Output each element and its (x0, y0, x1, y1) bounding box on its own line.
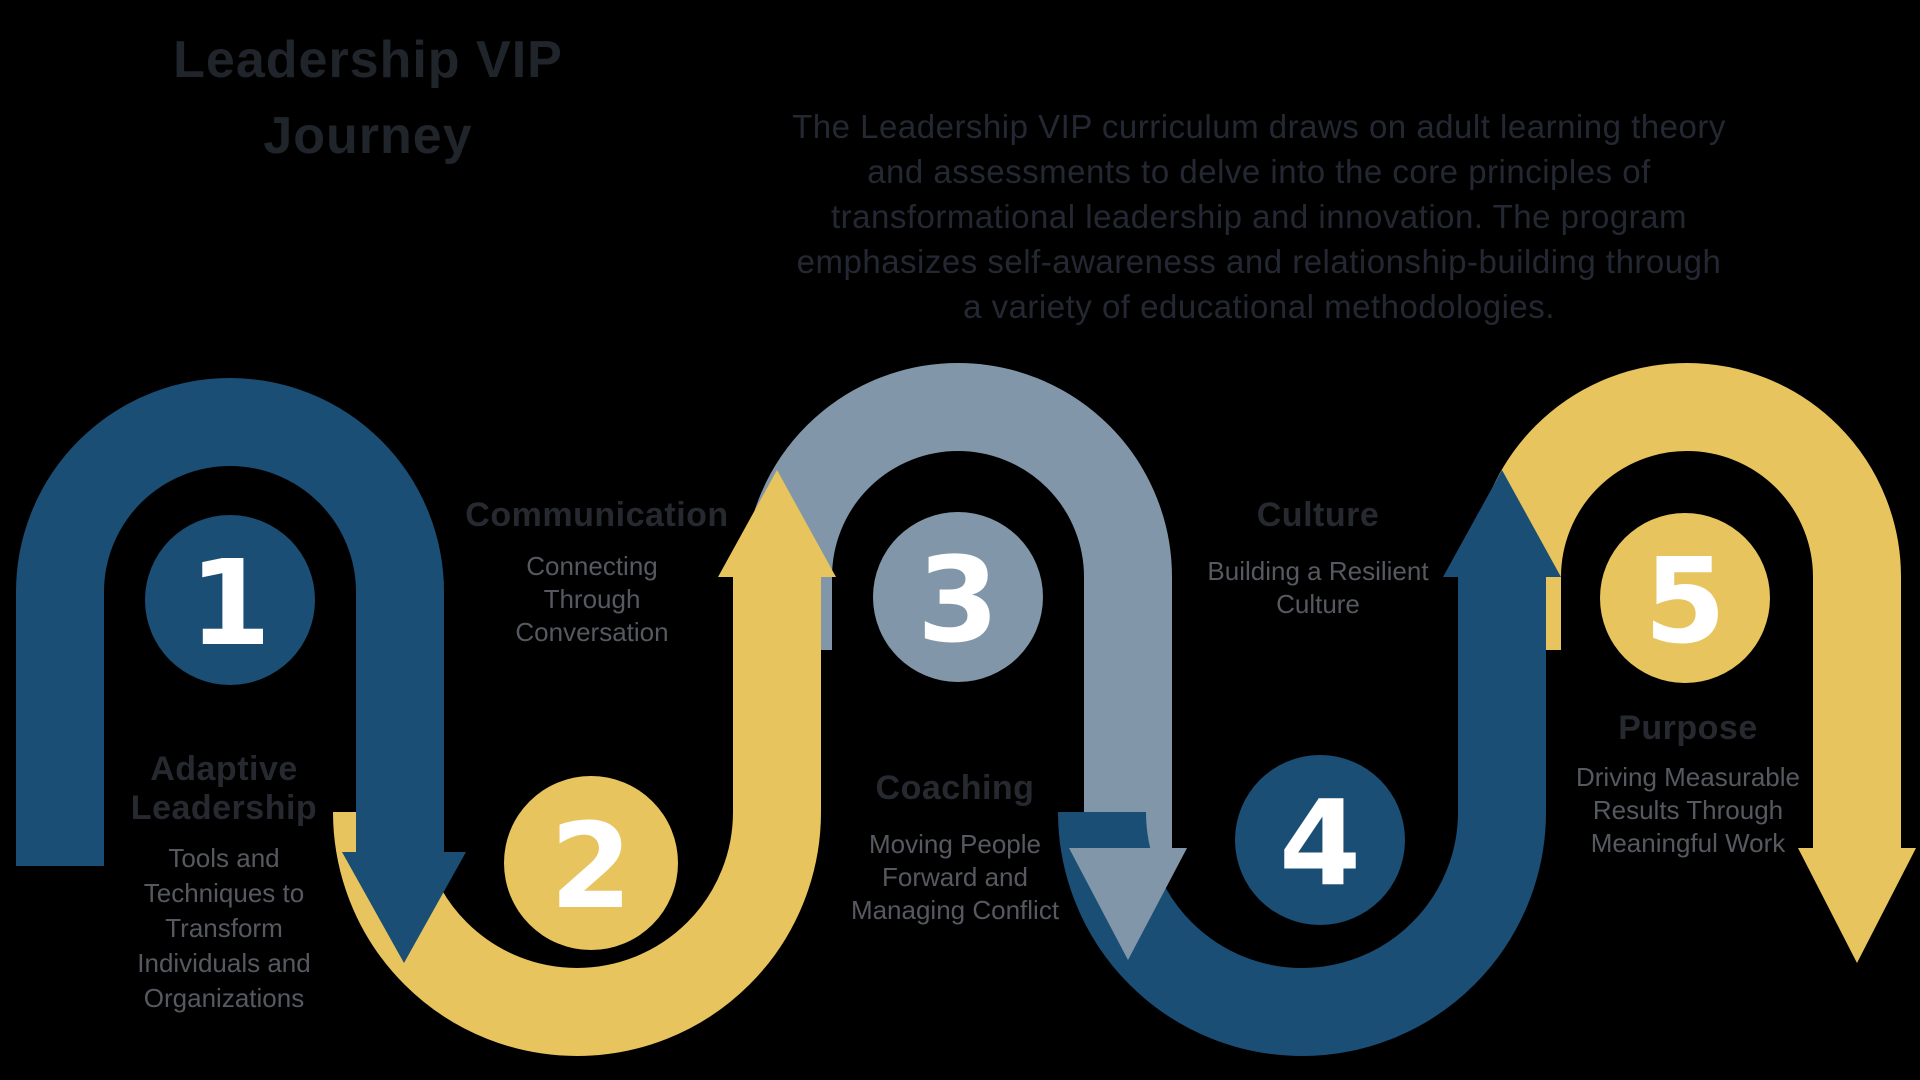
down-arrow-icon (342, 852, 466, 963)
step4-badge: 4 (1235, 755, 1405, 925)
step1-title-line: Leadership (130, 789, 318, 827)
step5-title: Purpose (1498, 709, 1878, 748)
step4-description: Building a Resilient Culture (1128, 555, 1508, 621)
step5-description: Driving Measurable Results Through Meani… (1498, 761, 1878, 860)
step5-title-line: Purpose (1618, 709, 1758, 747)
step2-desc-line: Conversation (515, 617, 669, 647)
step3-description: Moving People Forward and Managing Confl… (765, 828, 1145, 927)
step4-circle (1235, 755, 1405, 925)
step2-circle (504, 776, 678, 950)
step5-desc-line: Results Through (1592, 795, 1784, 825)
step1-desc-line: Transform (165, 913, 283, 943)
step1-title: Adaptive Leadership (34, 750, 414, 828)
step5-circle (1600, 513, 1770, 683)
down-arrow-icon (1798, 848, 1916, 963)
step4-number: 4 (1279, 774, 1361, 912)
step2-title-line: Communication (465, 496, 729, 534)
step1-desc-line: Techniques to (143, 878, 305, 908)
step5-badge: 5 (1600, 513, 1770, 683)
step1-desc-line: Individuals and (137, 948, 311, 978)
arch1-curve (16, 378, 444, 593)
step3-desc-line: Moving People (869, 829, 1041, 859)
step3-title-line: Coaching (875, 769, 1035, 807)
step1-badge: 1 (145, 515, 315, 685)
step2-description: Connecting Through Conversation (402, 550, 782, 649)
step4-desc-line: Culture (1276, 589, 1360, 619)
page-title-line: Journey (263, 107, 473, 165)
step2-title: Communication (407, 496, 787, 535)
intro-line: transformational leadership and innovati… (830, 198, 1688, 235)
step3-number: 3 (917, 531, 999, 669)
step2-badge: 2 (504, 776, 678, 950)
arch3-curve (744, 363, 1172, 578)
step1-desc-line: Tools and (168, 843, 280, 873)
up-arrow-icon (718, 470, 836, 577)
up-arrow-icon (1443, 470, 1561, 577)
step4-desc-line: Building a Resilient (1207, 556, 1429, 586)
step1-circle (145, 515, 315, 685)
step3-desc-line: Forward and (882, 862, 1028, 892)
step1-description: Tools and Techniques to Transform Indivi… (34, 841, 414, 1016)
step1-desc-line: Organizations (143, 983, 305, 1013)
step2-desc-line: Connecting (526, 551, 658, 581)
step5-desc-line: Driving Measurable (1576, 762, 1800, 792)
step4-title-line: Culture (1256, 496, 1380, 534)
intro-line: The Leadership VIP curriculum draws on a… (792, 108, 1726, 145)
page-title: Leadership VIP Journey (88, 22, 648, 174)
step3-badge: 3 (873, 512, 1043, 682)
arch-step1 (16, 378, 466, 963)
step1-title-line: Adaptive (150, 750, 298, 788)
step3-title: Coaching (765, 769, 1145, 808)
step5-desc-line: Meaningful Work (1590, 828, 1786, 858)
step4-title: Culture (1128, 496, 1508, 535)
step3-circle (873, 512, 1043, 682)
step5-number: 5 (1644, 532, 1726, 670)
step2-desc-line: Through (543, 584, 641, 614)
intro-line: and assessments to delve into the core p… (867, 153, 1651, 190)
arch5-curve (1473, 363, 1901, 578)
step3-desc-line: Managing Conflict (850, 895, 1060, 925)
step2-number: 2 (550, 797, 632, 935)
intro-line: a variety of educational methodologies. (963, 288, 1555, 325)
step1-number: 1 (189, 534, 271, 672)
intro-paragraph: The Leadership VIP curriculum draws on a… (669, 104, 1849, 329)
page-title-line: Leadership VIP (173, 31, 563, 89)
down-arrow-icon (1069, 848, 1187, 960)
intro-line: emphasizes self-awareness and relationsh… (796, 243, 1722, 280)
